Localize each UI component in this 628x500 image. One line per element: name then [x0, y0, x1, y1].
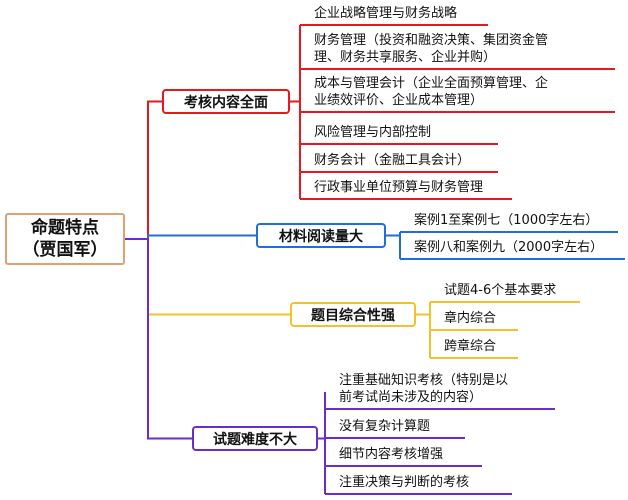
leaf-label: 细节内容考核增强	[339, 447, 444, 462]
leaf-label: 成本与管理会计（企业全面预算管理、企	[314, 76, 549, 91]
leaf-label: 注重决策与判断的考核	[339, 475, 470, 490]
leaf-label: 理、财务共享服务、企业并购）	[314, 50, 497, 65]
branch-node[interactable]: 考核内容全面	[162, 89, 290, 114]
leaf-label: 章内综合	[444, 311, 497, 326]
leaf-label: 企业战略管理与财务战略	[314, 6, 458, 21]
leaf-label: 试题4-6个基本要求	[444, 283, 557, 298]
root-title: 命题特点	[31, 218, 99, 238]
leaf-label: 没有复杂计算题	[339, 419, 431, 434]
root-subtitle: （贾国军）	[22, 240, 108, 260]
leaf-label: 风险管理与内部控制	[314, 125, 432, 140]
leaf-label: 跨章综合	[444, 339, 497, 354]
leaf-label: 业绩效评价、企业成本管理）	[314, 93, 484, 108]
leaf-label: 财务会计（金融工具会计）	[314, 153, 471, 168]
root-connector	[125, 238, 290, 316]
root-connector	[125, 100, 162, 240]
leaf-label: 案例八和案例九（2000字左右）	[414, 240, 604, 255]
leaf-label: 财务管理（投资和融资决策、集团资金管	[314, 33, 549, 48]
leaf-label: 行政事业单位预算与财务管理	[314, 180, 484, 195]
branch-node[interactable]: 材料阅读量大	[256, 223, 386, 248]
root-node[interactable]: 命题特点 （贾国军）	[5, 213, 125, 265]
leaf-label: 注重基础知识考核（特别是以	[339, 373, 509, 388]
leaf-label: 案例1至案例七（1000字左右）	[414, 213, 599, 228]
branch-node[interactable]: 试题难度不大	[192, 426, 318, 451]
branch-node[interactable]: 题目综合性强	[290, 302, 416, 327]
leaf-label: 前考试尚未涉及的内容）	[339, 390, 483, 405]
root-connector	[125, 238, 192, 440]
